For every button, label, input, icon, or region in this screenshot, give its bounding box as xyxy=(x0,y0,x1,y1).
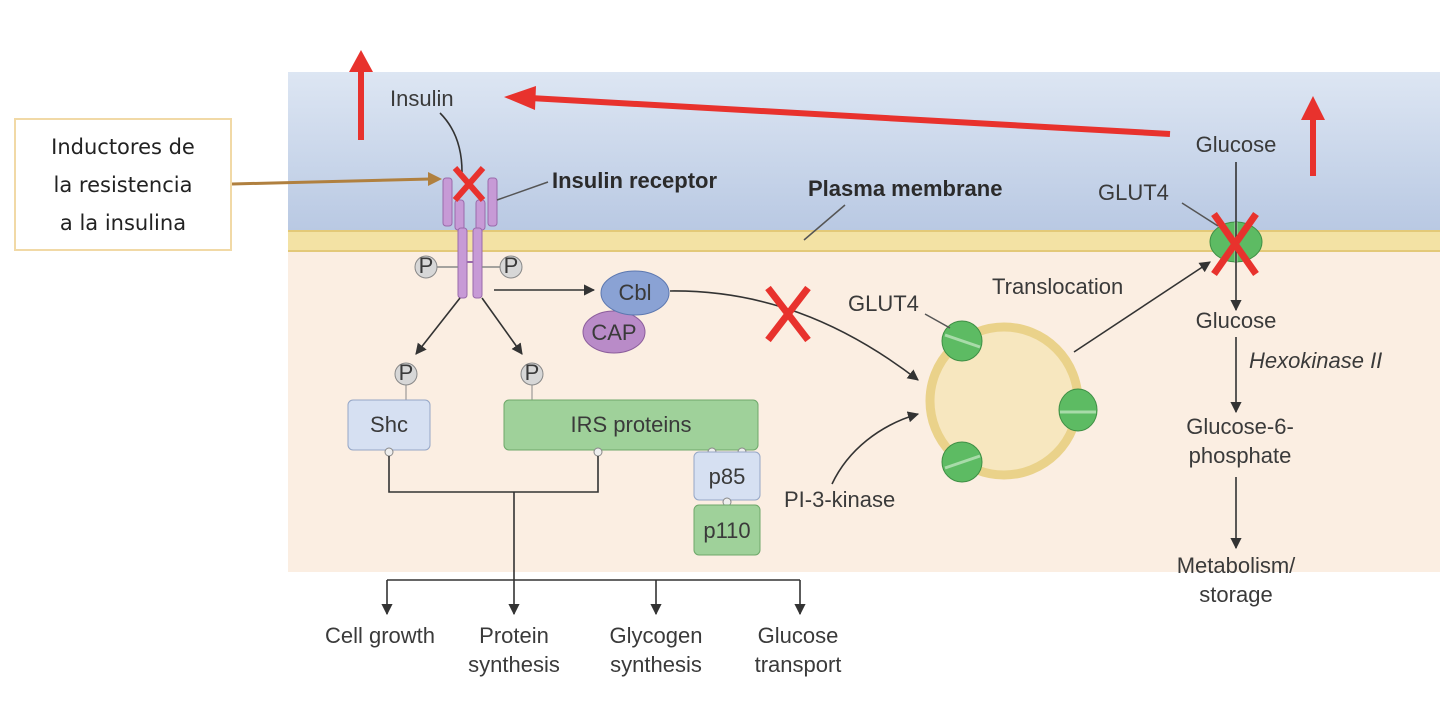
metabolism-label-line2: storage xyxy=(1199,582,1272,607)
plasma-membrane-label: Plasma membrane xyxy=(808,176,1002,201)
phosphate-icon: P xyxy=(414,253,458,279)
glut4-membrane-label: GLUT4 xyxy=(1098,180,1169,205)
g6p-label-line2: phosphate xyxy=(1189,443,1292,468)
callout-line2: la resistencia xyxy=(53,172,193,197)
insulin-receptor xyxy=(442,177,498,299)
phosphate-icon: P xyxy=(394,360,418,400)
p110-subunit: p110 xyxy=(693,504,761,556)
output-glucose-transport-line1: Glucose xyxy=(758,623,839,648)
svg-text:p110: p110 xyxy=(703,518,750,543)
svg-text:CAP: CAP xyxy=(591,320,636,345)
feedback-arrow xyxy=(504,86,1171,137)
insulin-receptor-label: Insulin receptor xyxy=(552,168,717,193)
callout-line3: a la insulina xyxy=(59,210,187,235)
glucose-intracellular-label: Glucose xyxy=(1196,308,1277,333)
insulin-resistance-inducers-box: Inductores de la resistencia a la insuli… xyxy=(14,118,232,251)
svg-text:P: P xyxy=(399,360,414,385)
output-glycogen-synthesis-line2: synthesis xyxy=(610,652,702,677)
svg-text:P: P xyxy=(525,360,540,385)
p85-subunit: p85 xyxy=(693,451,761,507)
glucose-extracellular-label: Glucose xyxy=(1196,132,1277,157)
output-protein-synthesis-line1: Protein xyxy=(479,623,549,648)
cap-protein: CAP xyxy=(582,310,646,354)
up-arrow-icon xyxy=(349,50,373,140)
cytoplasm xyxy=(288,252,1440,572)
phosphate-icon: P xyxy=(520,360,544,400)
output-cell-growth: Cell growth xyxy=(325,623,435,648)
block-x-icon xyxy=(452,166,486,202)
svg-text:P: P xyxy=(419,253,434,278)
g6p-label-line1: Glucose-6- xyxy=(1186,414,1294,439)
up-arrow-icon xyxy=(1301,96,1325,176)
metabolism-label-line1: Metabolism/ xyxy=(1177,553,1296,578)
glut4-transporter-icon xyxy=(1058,388,1098,432)
insulin-label: Insulin xyxy=(390,86,454,111)
callout-arrow xyxy=(231,172,442,186)
svg-text:P: P xyxy=(504,253,519,278)
callout-line1: Inductores de xyxy=(51,134,195,159)
output-protein-synthesis-line2: synthesis xyxy=(468,652,560,677)
shc-protein: Shc xyxy=(347,399,431,457)
hexokinase-label: Hexokinase II xyxy=(1249,348,1382,373)
glut4-transporter-icon xyxy=(941,441,983,483)
block-x-icon xyxy=(1211,211,1259,277)
cbl-protein: Cbl xyxy=(600,270,670,316)
irs-proteins: IRS proteins xyxy=(503,399,759,457)
plasma-membrane-band xyxy=(288,230,1440,252)
svg-text:p85: p85 xyxy=(709,464,746,489)
glut4-vesicle-label: GLUT4 xyxy=(848,291,919,316)
translocation-label: Translocation xyxy=(992,274,1123,299)
output-glycogen-synthesis-line1: Glycogen xyxy=(610,623,703,648)
phosphate-icon: P xyxy=(482,253,523,279)
block-x-icon xyxy=(765,285,811,343)
svg-text:IRS proteins: IRS proteins xyxy=(570,412,691,437)
pi3k-label: PI-3-kinase xyxy=(784,487,895,512)
svg-text:Shc: Shc xyxy=(370,412,408,437)
glut4-transporter-icon xyxy=(941,320,983,362)
output-glucose-transport-line2: transport xyxy=(755,652,842,677)
svg-text:Cbl: Cbl xyxy=(618,280,651,305)
